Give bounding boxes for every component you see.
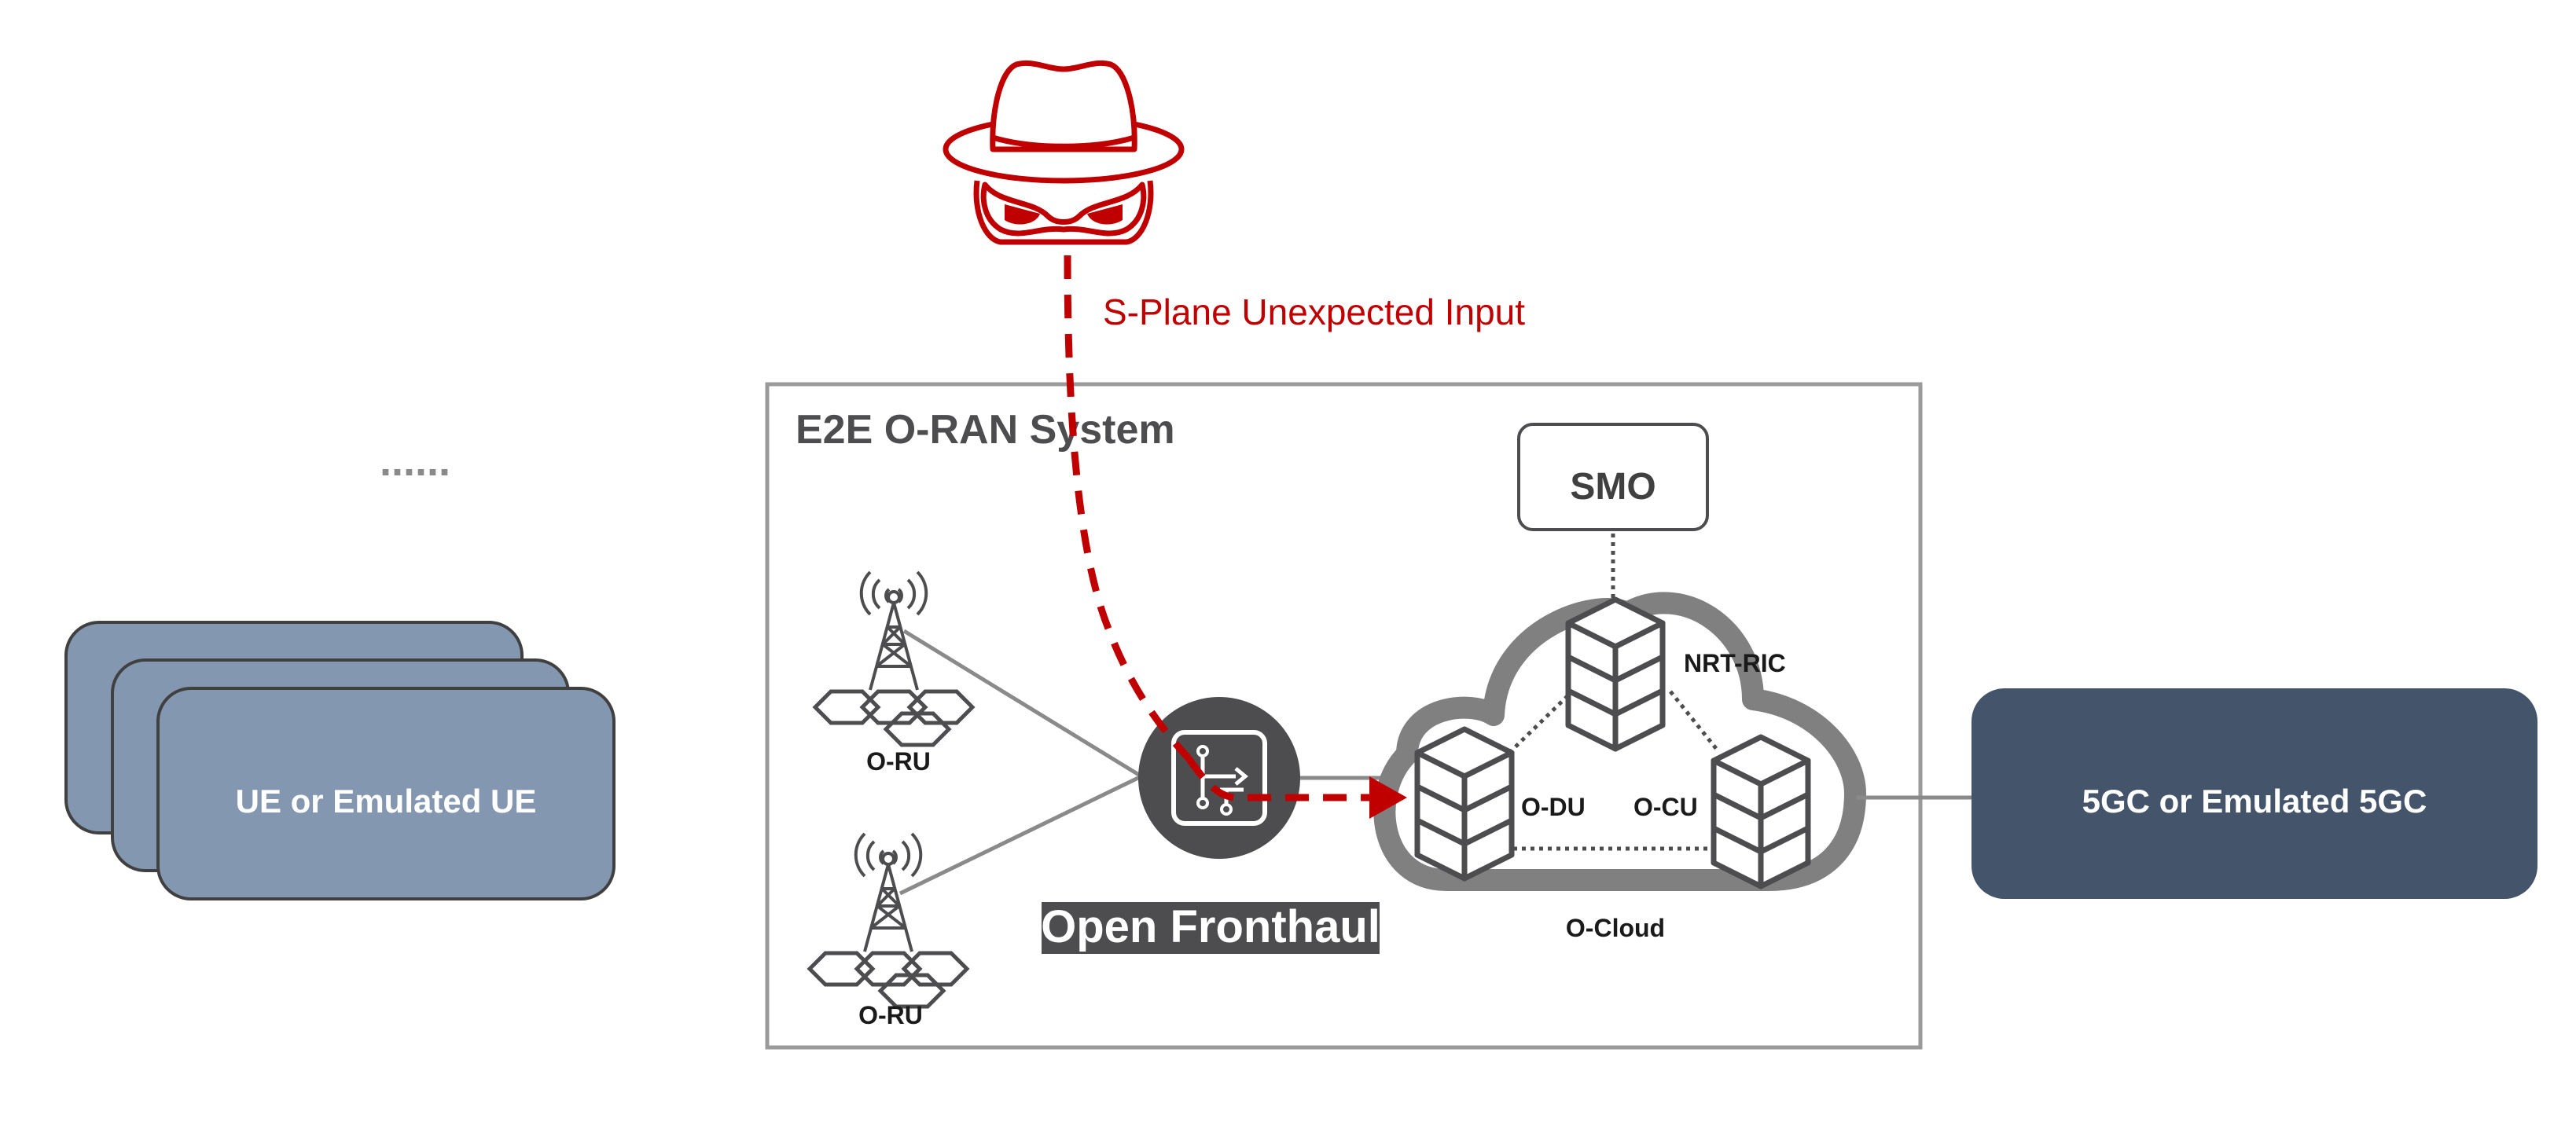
attack-arrowhead (1369, 776, 1407, 819)
ru-top-label: O-RU (866, 747, 931, 776)
ric-ocu-link (1669, 690, 1719, 752)
core-box[interactable] (1972, 688, 2537, 899)
odu-server-icon (1417, 729, 1512, 878)
ocloud-label: O-Cloud (1566, 914, 1665, 942)
ue-ellipsis: ...... (380, 438, 450, 485)
ue-label: UE or Emulated UE (236, 783, 537, 820)
fronthaul-label: Open Fronthaul (1041, 901, 1380, 952)
hacker-icon (943, 60, 1185, 245)
ocu-label: O-CU (1633, 793, 1698, 821)
attack-label: S-Plane Unexpected Input (1103, 292, 1525, 332)
oran-system-title: E2E O-RAN System (796, 407, 1175, 453)
ru-top-link (902, 629, 1143, 779)
smo-box[interactable] (1517, 423, 1709, 531)
core-label: 5GC or Emulated 5GC (2082, 783, 2427, 820)
smo-label: SMO (1570, 466, 1655, 508)
ue-card-front[interactable] (156, 687, 616, 900)
odu-label: O-DU (1521, 793, 1586, 821)
attack-path (1064, 255, 1192, 761)
ocu-server-icon (1714, 737, 1808, 886)
fronthaul-label-bg (1042, 902, 1380, 954)
nrt-ric-server-icon (1568, 600, 1663, 749)
ru-bottom-label: O-RU (858, 1001, 923, 1029)
ru-bottom-link (898, 774, 1143, 896)
nrt-ric-label: NRT-RIC (1684, 649, 1786, 677)
attack-arrow (1185, 756, 1372, 801)
ric-odu-link (1508, 690, 1574, 754)
